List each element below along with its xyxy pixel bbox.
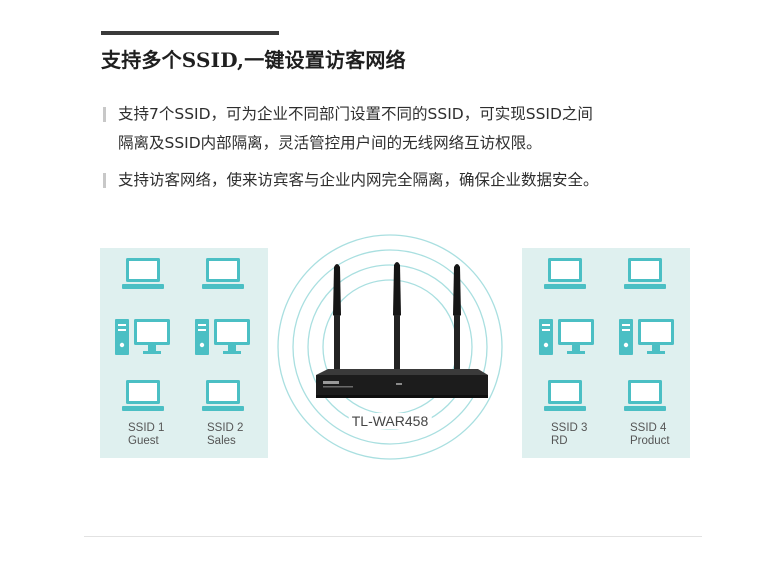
laptop-icon (624, 258, 666, 289)
laptop-icon (202, 380, 244, 411)
feature-item-ssid-isolation: 支持7个SSID，可为企业不同部门设置不同的SSID，可实现SSID之间 隔离及… (103, 100, 593, 158)
ssid-name: Sales (207, 435, 236, 447)
laptop-icon (624, 380, 666, 411)
feature-text-line: 隔离及SSID内部隔离，灵活管控用户间的无线网络互访权限。 (118, 134, 542, 152)
wifi-signal-rings (277, 234, 503, 460)
ssid-3-label: SSID 3 RD (551, 422, 587, 448)
laptop-icon (544, 380, 586, 411)
feature-text-line: 支持7个SSID，可为企业不同部门设置不同的SSID，可实现SSID之间 (118, 105, 593, 123)
desktop-computer-icon (619, 319, 674, 355)
ssid-name: Product (630, 435, 670, 447)
feature-text-line: 支持访客网络，使来访宾客与企业内网完全隔离，确保企业数据安全。 (118, 171, 599, 189)
desktop-computer-icon (539, 319, 594, 355)
ssid-id: SSID 4 (630, 422, 667, 434)
desktop-computer-icon (115, 319, 170, 355)
laptop-icon (544, 258, 586, 289)
section-divider (84, 536, 702, 537)
bullet-marker (103, 107, 106, 122)
ssid-name: Guest (128, 435, 159, 447)
ssid-id: SSID 2 (207, 422, 244, 434)
router-icon (316, 262, 488, 398)
ssid-panel-right: SSID 3 RD SSID 4 Product (522, 248, 690, 458)
bullet-marker (103, 173, 106, 188)
feature-item-guest-network: 支持访客网络，使来访宾客与企业内网完全隔离，确保企业数据安全。 (103, 166, 599, 195)
ssid-panel-left: SSID 1 Guest SSID 2 Sales (100, 248, 268, 458)
ssid-name: RD (551, 435, 568, 447)
ssid-id: SSID 1 (128, 422, 165, 434)
router-diagram (277, 234, 503, 460)
ssid-2-label: SSID 2 Sales (207, 422, 243, 448)
ssid-1-label: SSID 1 Guest (128, 422, 164, 448)
section-heading: 支持多个SSID,一键设置访客网络 (101, 48, 406, 72)
ssid-4-label: SSID 4 Product (630, 422, 670, 448)
desktop-computer-icon (195, 319, 250, 355)
ssid-id: SSID 3 (551, 422, 588, 434)
laptop-icon (202, 258, 244, 289)
router-model-label: TL-WAR458 (348, 413, 432, 429)
laptop-icon (122, 380, 164, 411)
heading-accent-rule (101, 31, 279, 35)
laptop-icon (122, 258, 164, 289)
